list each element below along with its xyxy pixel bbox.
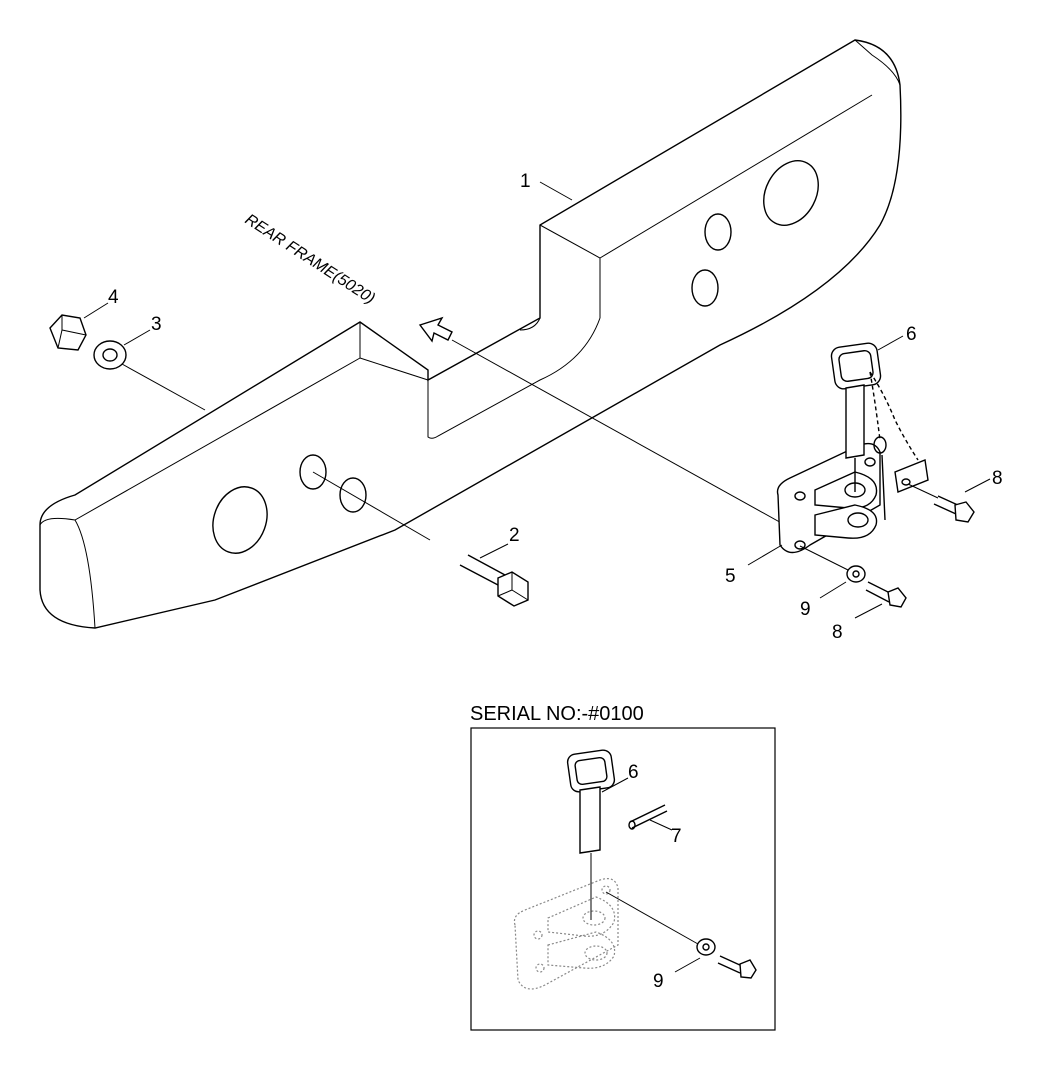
- callout-3: 3: [151, 314, 162, 335]
- bolt-part-2: [459, 554, 529, 607]
- washer-9-leader: [799, 545, 849, 571]
- callout-8-lower: 8: [832, 622, 843, 643]
- inset-washer-part-9: [696, 938, 716, 956]
- pin-part-6: [830, 342, 929, 521]
- nut-part-4: [49, 314, 87, 351]
- drawbar-frame: [39, 39, 902, 629]
- inset-box: [470, 727, 776, 1031]
- rear-frame-arrow: [418, 316, 453, 343]
- inset-cotter-pin-part-7: [628, 804, 668, 830]
- rear-frame-label: REAR FRAME(5020): [242, 211, 378, 308]
- rear-frame-leader: [451, 339, 786, 526]
- inset-hitch-plate-ghost: [513, 878, 619, 990]
- washer-part-3: [93, 340, 127, 370]
- bolt-part-8-upper: [933, 495, 975, 523]
- inset-bolt: [717, 955, 757, 979]
- washer-part-9: [846, 565, 866, 583]
- inset-callout-7: 7: [671, 826, 682, 847]
- callout-1: 1: [520, 171, 531, 192]
- callout-9: 9: [800, 599, 811, 620]
- bolt-leader: [312, 471, 431, 541]
- callout-5: 5: [725, 566, 736, 587]
- inset-callout-9: 9: [653, 971, 664, 992]
- callout-2: 2: [509, 525, 520, 546]
- washer-leader: [121, 363, 206, 411]
- inset-callout-6: 6: [628, 762, 639, 783]
- callout-4: 4: [108, 287, 119, 308]
- serial-label: SERIAL NO:-#0100: [470, 703, 644, 725]
- hitch-plate-part-5: [776, 442, 881, 554]
- inset-pin-part-6: [566, 749, 616, 920]
- callout-8-upper: 8: [992, 468, 1003, 489]
- callout-6: 6: [906, 324, 917, 345]
- bolt-8-upper-leader: [907, 483, 939, 499]
- bolt-part-8-lower: [865, 581, 907, 608]
